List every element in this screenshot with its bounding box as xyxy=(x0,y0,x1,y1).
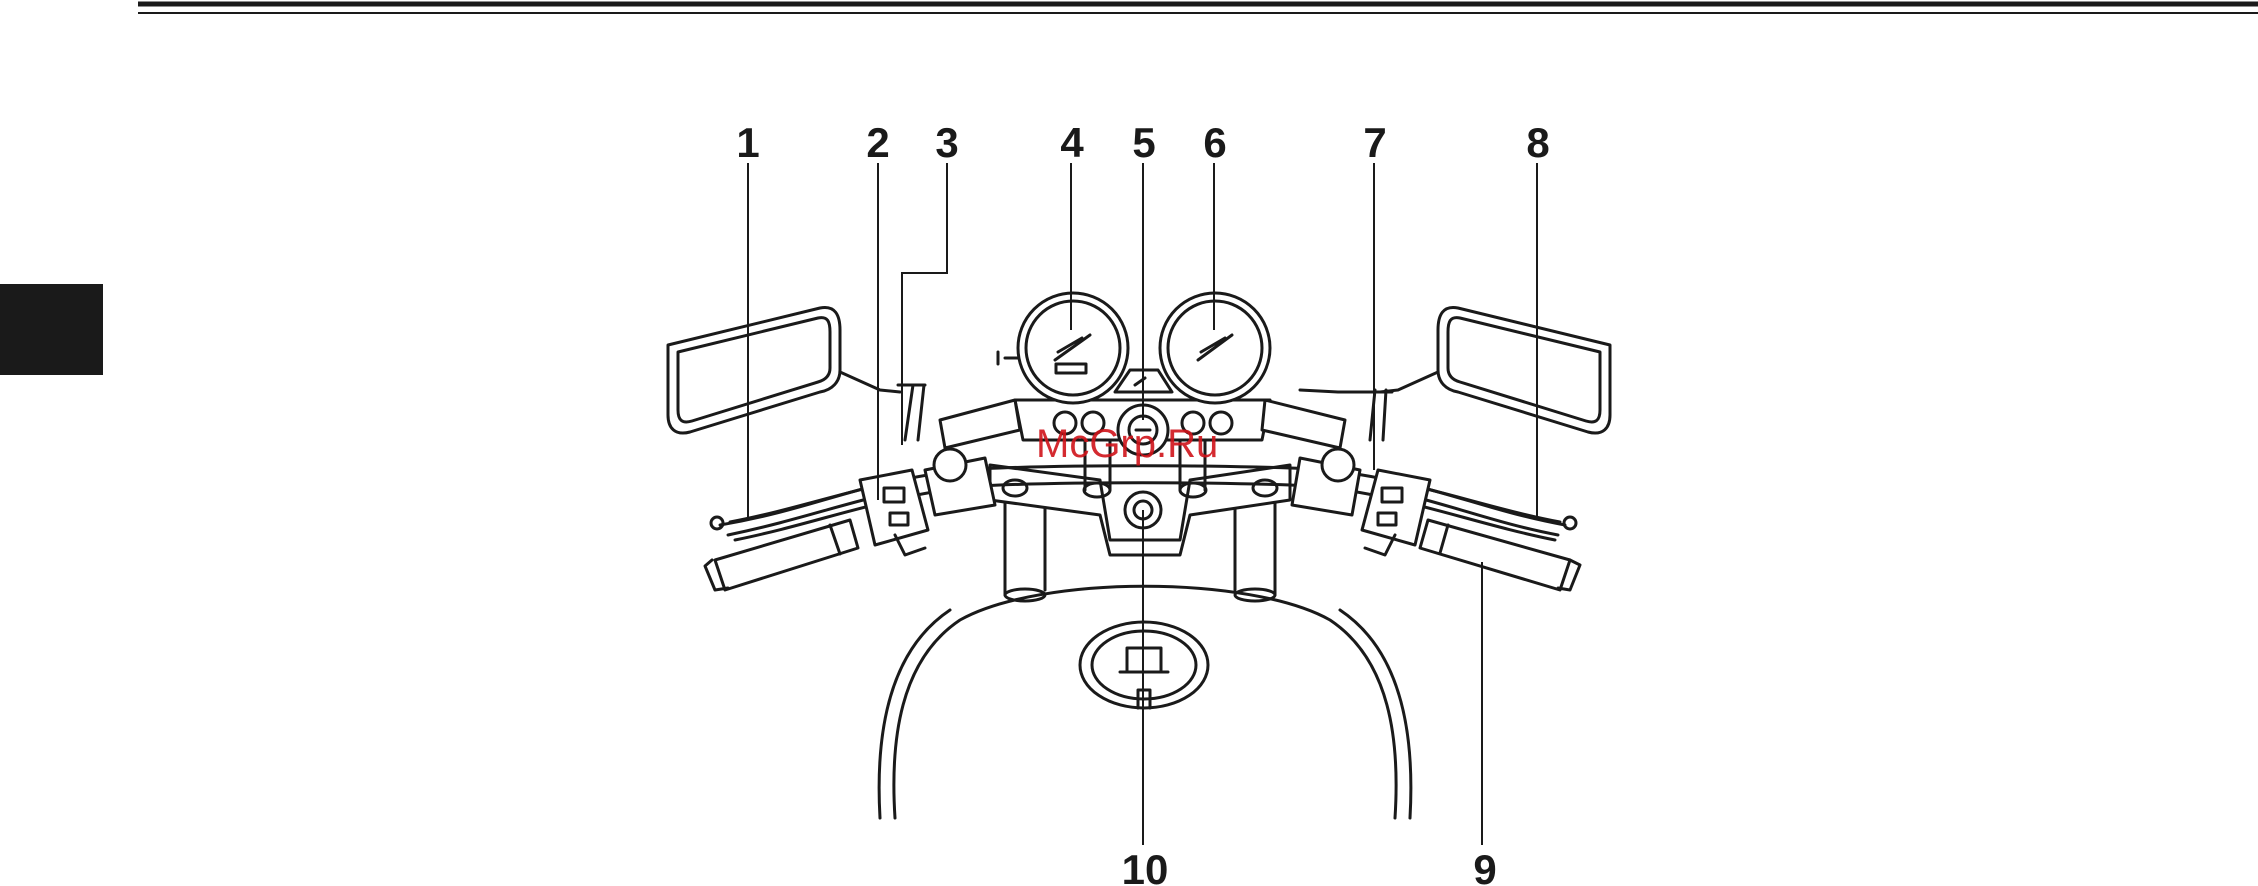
left-mirror xyxy=(668,307,900,433)
callout-2: 2 xyxy=(866,119,889,166)
speedometer-icon xyxy=(998,293,1128,403)
watermark: McGrp.Ru xyxy=(1036,422,1218,466)
callout-6: 6 xyxy=(1203,119,1226,166)
right-mirror xyxy=(1380,307,1610,433)
callout-4: 4 xyxy=(1060,119,1084,166)
callout-1: 1 xyxy=(736,119,759,166)
callout-3: 3 xyxy=(935,119,958,166)
left-handlebar-switches xyxy=(860,470,928,555)
section-tab xyxy=(0,284,103,375)
callout-5: 5 xyxy=(1132,119,1155,166)
callout-9: 9 xyxy=(1473,846,1496,886)
callout-10: 10 xyxy=(1122,846,1169,886)
callout-8: 8 xyxy=(1526,119,1549,166)
right-handlebar-switches xyxy=(1362,470,1430,555)
right-grip xyxy=(1420,520,1580,590)
handlebar-drawing xyxy=(668,293,1610,818)
header-rule xyxy=(138,4,2258,13)
callout-7: 7 xyxy=(1363,119,1386,166)
